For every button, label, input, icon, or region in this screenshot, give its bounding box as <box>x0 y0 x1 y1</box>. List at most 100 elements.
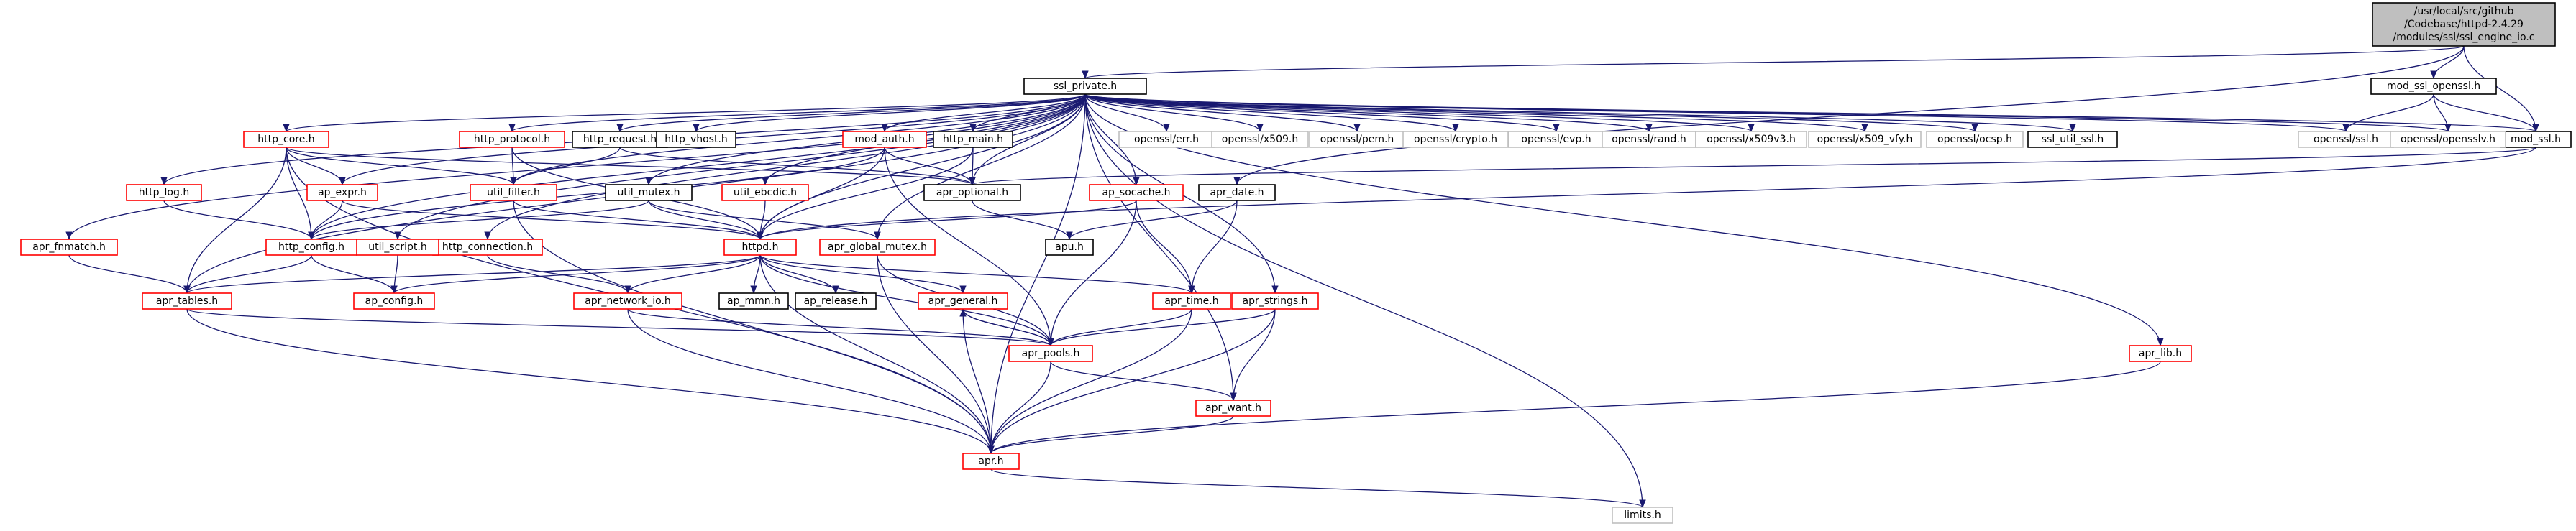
node-mod-auth-h[interactable]: mod_auth.h <box>842 131 927 148</box>
node-label: apr_global_mutex.h <box>828 241 927 253</box>
edge-httpd-h-to-apr-pools-h <box>759 254 1054 347</box>
edge-http-request-h-to-util-filter-h <box>510 147 621 186</box>
node-box <box>142 292 232 310</box>
node-box <box>1045 239 1094 256</box>
node-apr-tables-h[interactable]: apr_tables.h <box>142 292 232 310</box>
edge-httpd-h-to-apr-network-io-h <box>624 254 761 295</box>
edge-ssl-private-h-to-openssl-evp-h <box>1084 93 1560 133</box>
node-openssl-rand-h: openssl/rand.h <box>1602 131 1696 148</box>
edge-httpd-h-to-apr-tables-h <box>183 254 761 295</box>
node-apr-date-h[interactable]: apr_date.h <box>1198 184 1276 201</box>
node-apr-fnmatch-h[interactable]: apr_fnmatch.h <box>20 239 118 256</box>
node-mod-ssl-openssl-h[interactable]: mod_ssl_openssl.h <box>2370 78 2497 95</box>
edge-ssl-private-h-to-http-request-h <box>616 93 1086 133</box>
node-label: apr_fnmatch.h <box>32 241 106 253</box>
node-ap-mmn-h[interactable]: ap_mmn.h <box>718 292 789 310</box>
node-apr-general-h[interactable]: apr_general.h <box>918 292 1008 310</box>
node-ap-expr-h[interactable]: ap_expr.h <box>306 184 378 201</box>
node-apr-want-h[interactable]: apr_want.h <box>1195 400 1271 417</box>
edge-httpd-h-to-ap-release-h <box>759 254 839 295</box>
node-http-connection-h[interactable]: http_connection.h <box>432 239 543 256</box>
edge-apr-pools-h-to-apr-general-h <box>959 308 1051 346</box>
node-apr-strings-h[interactable]: apr_strings.h <box>1231 292 1319 310</box>
node-apr-pools-h[interactable]: apr_pools.h <box>1008 345 1093 362</box>
node-label: apr_optional.h <box>936 187 1008 198</box>
edge-http-core-h-to-util-filter-h <box>286 147 517 186</box>
node-apr-optional-h[interactable]: apr_optional.h <box>923 184 1021 201</box>
node-label: util_mutex.h <box>617 187 680 198</box>
node-label: openssl/pem.h <box>1320 134 1394 145</box>
edge-mod-auth-h-to-apr-pools-h <box>884 147 1054 347</box>
node-label: util_filter.h <box>487 187 540 198</box>
node-box <box>1808 131 1922 148</box>
node-httpd-h[interactable]: httpd.h <box>723 239 797 256</box>
node-label: openssl/x509v3.h <box>1707 134 1796 145</box>
node-apr-h[interactable]: apr.h <box>962 453 1020 470</box>
node-ssl-util-ssl-h[interactable]: ssl_util_ssl.h <box>2027 131 2118 148</box>
node-apr-lib-h[interactable]: apr_lib.h <box>2129 345 2192 362</box>
node-label: ssl_private.h <box>1054 80 1117 92</box>
node-apu-h[interactable]: apu.h <box>1045 239 1094 256</box>
node-box <box>918 292 1008 310</box>
node-label: mod_ssl.h <box>2511 134 2561 145</box>
node-http-main-h[interactable]: http_main.h <box>933 131 1013 148</box>
edge-ssl-private-h-to-apr-want-h <box>1084 93 1237 402</box>
node-box <box>721 184 809 201</box>
edge-apr-time-h-to-apr-pools-h <box>1047 308 1192 347</box>
node-box <box>718 292 789 310</box>
node-box <box>470 184 557 201</box>
node-apr-network-io-h[interactable]: apr_network_io.h <box>573 292 682 310</box>
node-label: apr_time.h <box>1164 295 1218 307</box>
node-box <box>1008 345 1093 362</box>
node-ssl-private-h[interactable]: ssl_private.h <box>1023 78 1147 95</box>
edge-ssl-private-h-to-openssl-x509v3-h <box>1084 93 1755 133</box>
node-mod-ssl-h[interactable]: mod_ssl.h <box>2500 131 2572 148</box>
node-box <box>1612 507 1673 524</box>
edge-httpd-h-to-apr-h <box>759 254 995 455</box>
edge-apr-pools-h-to-apr-h <box>987 361 1051 455</box>
node-openssl-opensslv-h: openssl/opensslv.h <box>2390 131 2506 148</box>
node-ap-socache-h[interactable]: ap_socache.h <box>1089 184 1184 201</box>
edge-util-mutex-h-to-http-config-h <box>308 200 649 241</box>
node-apr-global-mutex-h[interactable]: apr_global_mutex.h <box>819 239 936 256</box>
edge-apr-h-to-limits-h <box>990 468 1646 509</box>
node-label: util_script.h <box>368 241 426 253</box>
edge-util-filter-h-to-httpd-h <box>513 200 764 241</box>
node-box <box>1195 400 1271 417</box>
node-box <box>265 239 357 256</box>
node-label: ap_socache.h <box>1102 187 1170 198</box>
node-http-core-h[interactable]: http_core.h <box>243 131 329 148</box>
edge-root-to-mod-ssl-openssl-h <box>2430 45 2465 80</box>
node-http-log-h[interactable]: http_log.h <box>126 184 202 201</box>
edge-mod-ssl-openssl-h-to-openssl-opensslv-h <box>2433 93 2452 133</box>
node-apr-time-h[interactable]: apr_time.h <box>1152 292 1231 310</box>
edge-http-config-h-to-apr-tables-h <box>183 254 312 295</box>
edge-ssl-private-h-to-apr-h <box>987 93 1086 455</box>
edge-apr-general-h-to-apr-h <box>962 308 995 455</box>
node-http-vhost-h[interactable]: http_vhost.h <box>656 131 736 148</box>
node-http-protocol-h[interactable]: http_protocol.h <box>459 131 565 148</box>
node-label: apr_tables.h <box>156 295 218 307</box>
node-box <box>1198 184 1276 201</box>
node-util-mutex-h[interactable]: util_mutex.h <box>605 184 693 201</box>
node-box <box>605 184 693 201</box>
node-util-ebcdic-h[interactable]: util_ebcdic.h <box>721 184 809 201</box>
root-label-line-3: /modules/ssl/ssl_engine_io.c <box>2393 32 2535 43</box>
node-util-script-h[interactable]: util_script.h <box>356 239 439 256</box>
node-box <box>306 184 378 201</box>
node-label: openssl/ssl.h <box>2314 134 2378 145</box>
edge-ssl-private-h-to-limits-h <box>1084 93 1646 509</box>
edge-ap-socache-h-to-httpd-h <box>757 200 1137 241</box>
node-box <box>933 131 1013 148</box>
node-label: mod_ssl_openssl.h <box>2387 80 2480 92</box>
node-label: apr_strings.h <box>1242 295 1307 307</box>
node-openssl-crypto-h: openssl/crypto.h <box>1402 131 1509 148</box>
edge-http-config-h-to-ap-config-h <box>311 254 398 295</box>
node-openssl-pem-h: openssl/pem.h <box>1309 131 1405 148</box>
node-ap-release-h[interactable]: ap_release.h <box>795 292 877 310</box>
node-util-filter-h[interactable]: util_filter.h <box>470 184 557 201</box>
node-http-request-h[interactable]: http_request.h <box>572 131 668 148</box>
node-http-config-h[interactable]: http_config.h <box>265 239 357 256</box>
node-ap-config-h[interactable]: ap_config.h <box>353 292 435 310</box>
